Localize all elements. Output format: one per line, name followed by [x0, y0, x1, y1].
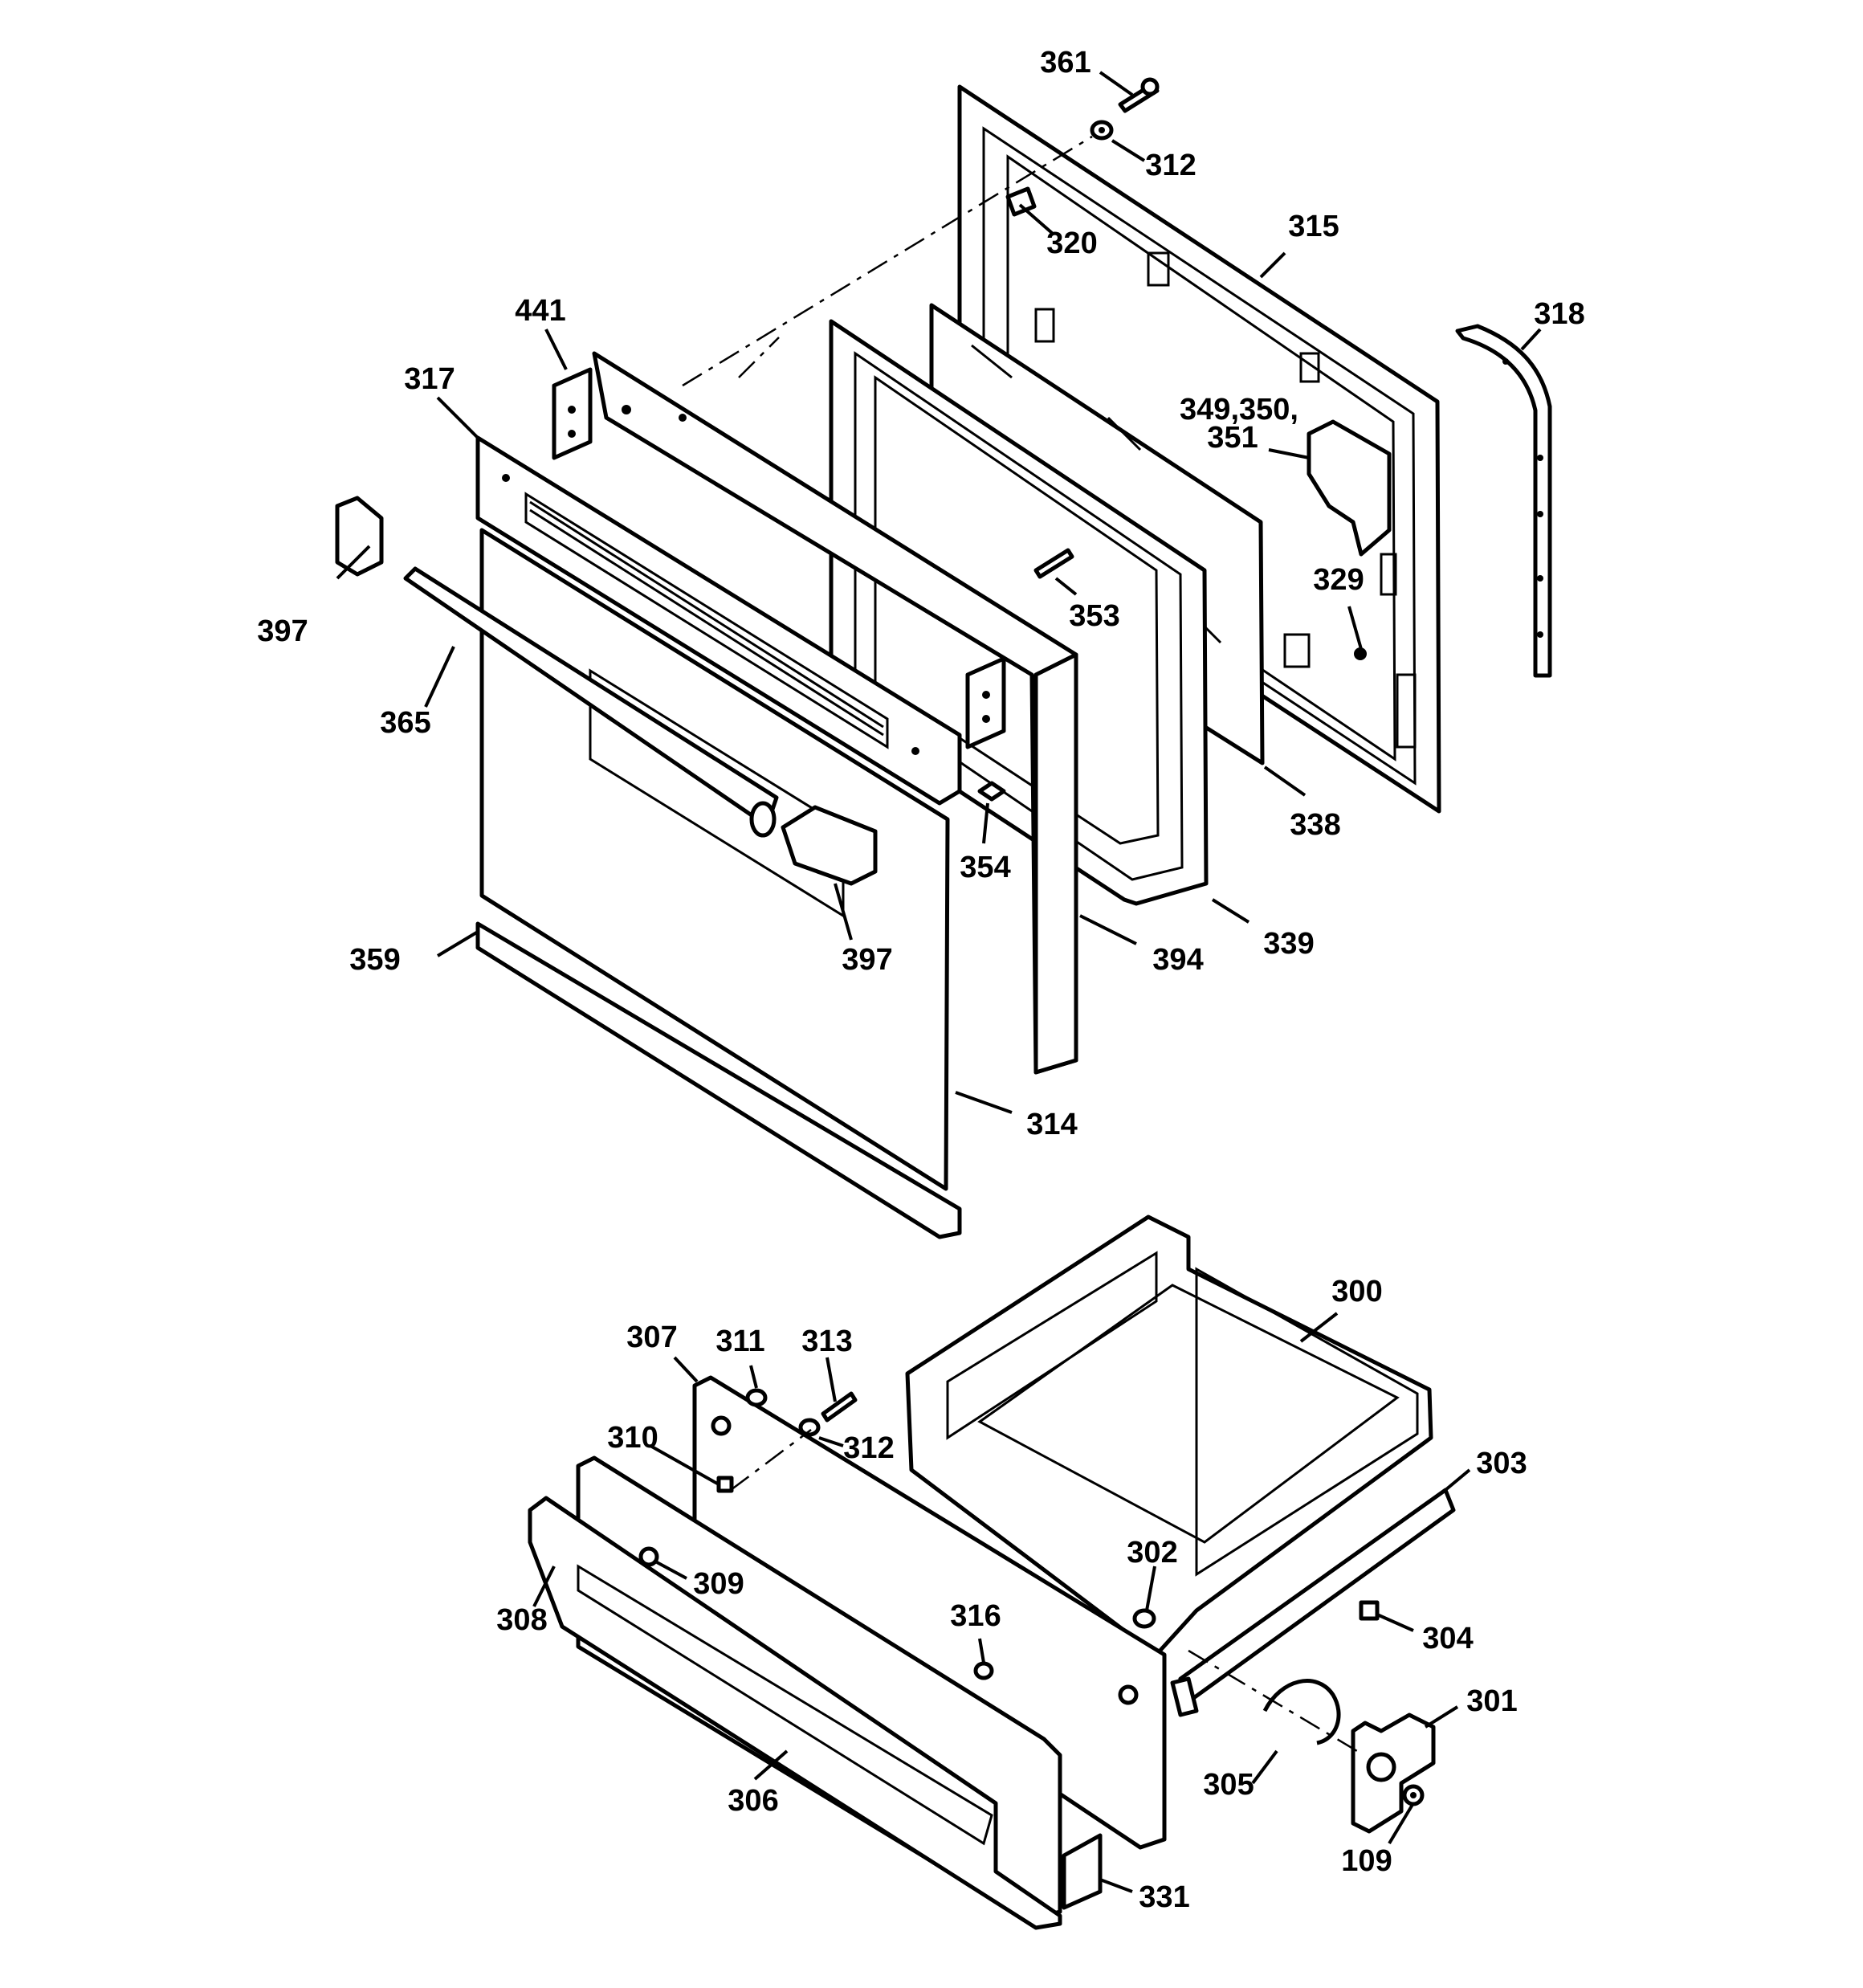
screw-302: [1132, 1608, 1156, 1629]
label-305: 305: [1203, 1768, 1254, 1802]
handle-endcap-397-right: [781, 805, 878, 886]
hinge-bracket-right: [965, 656, 1006, 749]
label-331: 331: [1139, 1880, 1190, 1914]
label-316: 316: [950, 1599, 1001, 1633]
leader-lines: [336, 71, 1542, 1893]
clip-310: [716, 1476, 734, 1493]
rail-block-304: [1359, 1600, 1380, 1621]
side-trim-318: [1455, 324, 1552, 678]
label-361: 361: [1040, 46, 1091, 80]
alignment-line-3: [730, 1429, 812, 1491]
label-306: 306: [728, 1784, 779, 1818]
label-339: 339: [1263, 927, 1315, 961]
label-397-right: 397: [842, 943, 893, 977]
label-313: 313: [801, 1325, 853, 1358]
alignment-line-4: [1188, 1649, 1358, 1753]
screw-361: [1118, 77, 1160, 113]
side-bracket-331: [1062, 1833, 1103, 1910]
slide-rail-303: [1170, 1488, 1456, 1717]
label-303: 303: [1476, 1447, 1527, 1480]
bottom-trim-359: [475, 921, 962, 1239]
door-handle-365: [403, 566, 779, 838]
nut-109: [1402, 1784, 1425, 1806]
label-302: 302: [1127, 1536, 1178, 1570]
washer-311: [745, 1388, 768, 1407]
label-318: 318: [1534, 297, 1585, 331]
label-301: 301: [1466, 1684, 1518, 1718]
screw-313: [821, 1391, 858, 1423]
label-304: 304: [1422, 1622, 1474, 1655]
snap-ring-305: [1262, 1679, 1341, 1745]
alignment-line-2: [738, 337, 780, 378]
label-351: 351: [1207, 421, 1258, 455]
label-312-lower: 312: [843, 1431, 895, 1465]
label-300: 300: [1331, 1275, 1383, 1308]
label-397-left: 397: [257, 614, 308, 648]
label-312-top: 312: [1145, 149, 1196, 182]
insulation-349-350-351: [1307, 419, 1392, 557]
label-365: 365: [380, 706, 431, 740]
hinge-bracket-441: [552, 367, 593, 460]
fastener-329: [1354, 647, 1367, 660]
label-308: 308: [496, 1603, 548, 1637]
label-309: 309: [693, 1567, 744, 1601]
label-359: 359: [349, 943, 401, 977]
label-109: 109: [1341, 1844, 1392, 1878]
label-307: 307: [626, 1321, 678, 1354]
label-394: 394: [1152, 943, 1204, 977]
label-441: 441: [515, 294, 566, 328]
washer-312-top: [1090, 120, 1114, 141]
label-320: 320: [1046, 227, 1098, 260]
label-314: 314: [1026, 1108, 1078, 1141]
label-349-350: 349,350,: [1180, 393, 1298, 427]
alignment-line-1: [682, 135, 1093, 387]
label-311: 311: [715, 1325, 765, 1358]
handle-endcap-397-left: [335, 496, 384, 577]
vent-trim-317: [475, 435, 962, 806]
label-354: 354: [960, 851, 1011, 884]
label-353: 353: [1069, 599, 1120, 633]
label-310: 310: [607, 1421, 658, 1455]
label-315: 315: [1288, 210, 1339, 243]
drawer-box-300: [905, 1214, 1433, 1657]
washer-312-lower: [798, 1418, 821, 1437]
door-frame-394: [592, 351, 1078, 1075]
label-317: 317: [404, 362, 455, 396]
label-329: 329: [1313, 563, 1364, 597]
clip-354: [977, 781, 1006, 802]
bracket-301: [1351, 1712, 1436, 1834]
label-338: 338: [1290, 808, 1341, 842]
screw-353: [1033, 548, 1074, 579]
screw-316: [973, 1661, 994, 1680]
hinge-slot-320: [1005, 186, 1037, 217]
